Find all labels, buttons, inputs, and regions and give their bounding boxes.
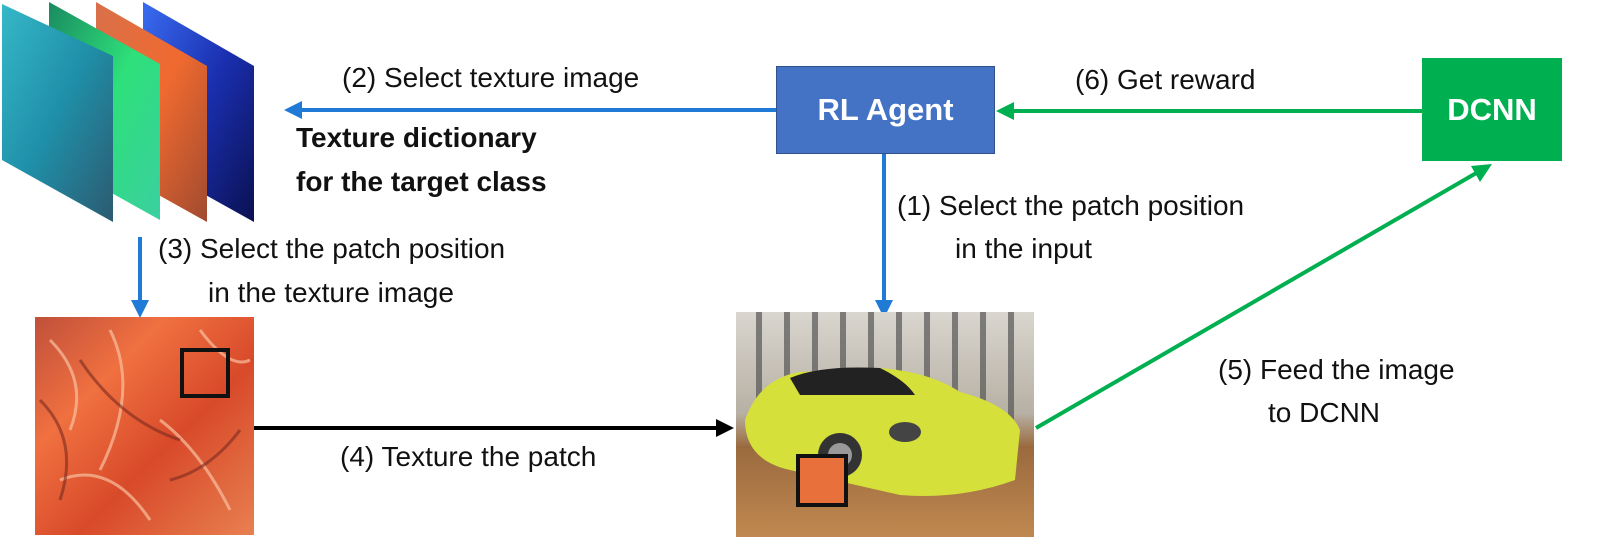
step5-label-line1: (5) Feed the image <box>1218 354 1455 385</box>
arrowhead <box>716 419 734 437</box>
texture-card-teal <box>2 4 113 222</box>
input-car-image <box>736 312 1034 537</box>
step1-label-line1: (1) Select the patch position <box>897 190 1245 221</box>
arrow-feed-dcnn <box>1034 170 1480 430</box>
selected-patch-box <box>180 348 230 398</box>
step4-label: (4) Texture the patch <box>340 441 597 472</box>
step3-label-line2: in the texture image <box>208 277 454 308</box>
arrowhead <box>875 300 893 318</box>
step5-label-line2: to DCNN <box>1268 397 1381 428</box>
dcnn-node: DCNN <box>1422 58 1562 161</box>
step3-label-line1: (3) Select the patch position <box>158 233 506 264</box>
arrowhead <box>284 101 302 119</box>
dictionary-label-line2: for the target class <box>296 166 547 197</box>
step2-label: (2) Select texture image <box>342 62 640 93</box>
arrowhead <box>996 102 1014 120</box>
dictionary-label-line1: Texture dictionary <box>296 122 537 153</box>
arrowhead <box>1471 164 1492 182</box>
arrowhead <box>131 300 149 318</box>
rl-agent-node: RL Agent <box>776 66 995 154</box>
texture-dictionary-stack <box>2 2 254 222</box>
step1-label-line2: in the input <box>955 233 1092 264</box>
step6-label: (6) Get reward <box>1075 64 1256 95</box>
texture-image <box>35 317 254 535</box>
textured-patch-on-car <box>796 454 848 507</box>
